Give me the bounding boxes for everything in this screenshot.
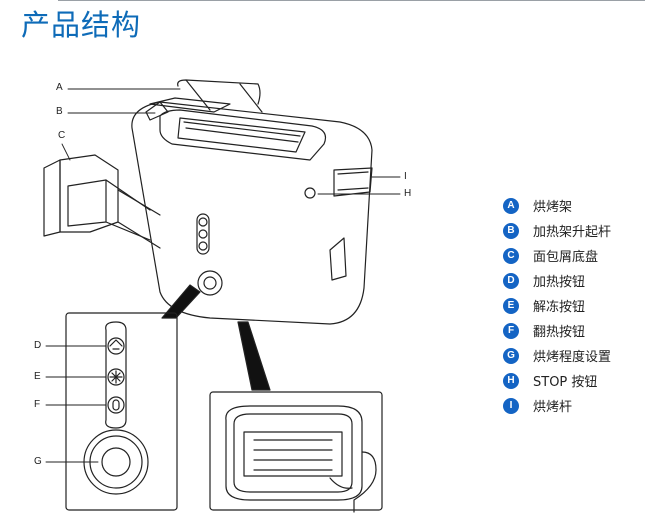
callout-b: B (56, 106, 63, 117)
legend-label: 加热架升起杆 (533, 225, 612, 240)
legend-label: 烘烤杆 (533, 400, 573, 415)
top-divider (58, 0, 645, 1)
legend-item: D 加热按钮 (503, 268, 611, 293)
legend-badge: H (503, 372, 519, 389)
legend-item: A 烘烤架 (503, 193, 611, 218)
callout-d: D (34, 340, 42, 351)
legend-label: 加热按钮 (533, 275, 586, 290)
legend-badge: C (503, 247, 519, 264)
legend-badge: E (503, 297, 519, 314)
legend-label: 烘烤程度设置 (533, 350, 612, 365)
toaster-body-drawing (131, 79, 373, 325)
crumb-tray-drawing (43, 154, 161, 249)
legend-badge: I (503, 397, 519, 414)
callout-g: G (34, 456, 42, 467)
callout-h: H (404, 188, 412, 199)
legend-item: G 烘烤程度设置 (503, 343, 611, 368)
page-title: 产品结构 (21, 8, 142, 42)
control-panel-zoom (65, 312, 178, 511)
legend-label: 面包屑底盘 (533, 250, 599, 265)
top-view-zoom (209, 391, 383, 513)
legend-item: E 解冻按钮 (503, 293, 611, 318)
leader-lines (45, 88, 401, 463)
legend-item: C 面包屑底盘 (503, 243, 611, 268)
callout-e: E (34, 371, 41, 382)
legend-label: 烘烤架 (533, 200, 573, 215)
callout-f: F (34, 399, 41, 410)
legend-badge: A (503, 197, 519, 214)
legend-label: 解冻按钮 (533, 300, 586, 315)
legend-badge: G (503, 347, 519, 364)
parts-legend: A 烘烤架 B 加热架升起杆 C 面包屑底盘 D 加热按钮 E 解冻按钮 F 翻… (503, 193, 611, 418)
callout-i: I (404, 171, 407, 182)
legend-item: B 加热架升起杆 (503, 218, 611, 243)
legend-badge: B (503, 222, 519, 239)
legend-item: H STOP 按钮 (503, 368, 611, 393)
callout-a: A (56, 82, 63, 93)
callout-c: C (58, 130, 66, 141)
legend-item: I 烘烤杆 (503, 393, 611, 418)
legend-label: 翻热按钮 (533, 325, 586, 340)
zoom-wedges (161, 284, 271, 391)
legend-label: STOP 按钮 (533, 375, 598, 390)
legend-badge: F (503, 322, 519, 339)
legend-badge: D (503, 272, 519, 289)
legend-item: F 翻热按钮 (503, 318, 611, 343)
